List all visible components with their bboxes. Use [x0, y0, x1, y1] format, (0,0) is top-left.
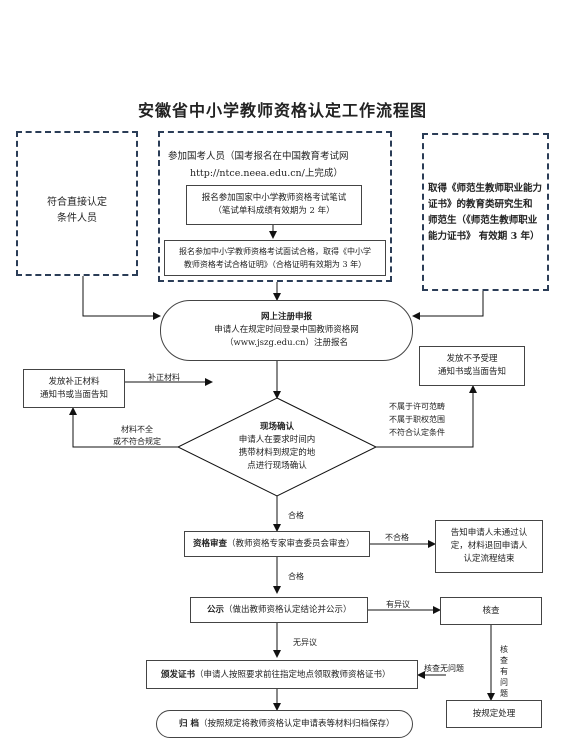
national-exam-box: 参加国考人员（国考报名在中国教育考试网 http://ntce.neea.edu…: [158, 131, 392, 282]
register-title: 网上注册申报: [260, 312, 312, 322]
label-verify-problem4: 题: [500, 689, 508, 698]
label-verify-ok: 核查无问题: [424, 664, 464, 673]
verify-label: 核查: [482, 606, 500, 616]
reject-line1: 发放不予受理: [446, 354, 498, 364]
normal-line3: 师范生（《师范生教师职业: [428, 215, 538, 226]
notpass-line2: 定，材料退回申请人: [450, 541, 528, 551]
notpass-line1: 告知申请人未通过认: [450, 528, 528, 538]
label-supplement-material: 补正材料: [148, 373, 180, 382]
label-verify-problem1: 核查: [500, 645, 508, 665]
label-pass1: 合格: [288, 511, 304, 520]
direct-certification-box: 符合直接认定 条件人员: [16, 131, 138, 276]
written-line1: 报名参加国家中小学教师资格考试笔试: [201, 193, 347, 203]
label-objection: 有异议: [386, 600, 410, 609]
issue-bold: 颁发证书: [161, 670, 196, 680]
verify-box: 核查: [440, 597, 542, 625]
not-pass-notice-box: 告知申请人未通过认 定，材料退回申请人 认定流程结束: [435, 520, 543, 573]
label-incomplete: 材料不全 或不符合规定: [97, 424, 177, 448]
interview-box: 报名参加中小学教师资格考试面试合格，取得《中小学 教师资格考试合格证明》（合格证…: [164, 240, 386, 276]
label-verify-problem: 核查 有 问 题: [497, 644, 511, 699]
notpass-line3: 认定流程结束: [463, 554, 515, 564]
supplement-line1: 发放补正材料: [48, 377, 100, 387]
reject-notice-box: 发放不予受理 通知书或当面告知: [419, 346, 525, 386]
handle-box: 按规定处理: [446, 700, 542, 728]
label-pass2: 合格: [288, 572, 304, 581]
label-not-accept1: 不属于许可范畴: [389, 402, 445, 411]
normal-student-box: 取得《师范生教师职业能力 证书》的教育类研究生和 师范生（《师范生教师职业 能力…: [422, 133, 549, 291]
onsite-text: 现场确认 申请人在要求时间内 携带材料到规定的地 点进行现场确认: [217, 421, 337, 473]
handle-label: 按规定处理: [472, 709, 516, 719]
archive-rest: （按照规定将教师资格认定申请表等材料归档保存）: [198, 719, 395, 729]
review-rest: （教师资格专家审查委员会审查）: [227, 539, 355, 549]
online-register-box: 网上注册申报 申请人在规定时间登录中国教师资格网 （www.jszg.edu.c…: [160, 300, 413, 361]
review-bold: 资格审查: [193, 539, 228, 549]
reject-line2: 通知书或当面告知: [437, 367, 506, 377]
written-line2: （笔试单科成绩有效期为 2 年）: [213, 206, 335, 216]
onsite-line2: 携带材料到规定的地: [238, 448, 316, 458]
direct-line1: 符合直接认定: [47, 197, 107, 208]
register-line1: 申请人在规定时间登录中国教师资格网: [214, 325, 359, 335]
issue-rest: （申请人按照要求前往指定地点领取教师资格证书）: [195, 670, 391, 680]
label-verify-problem2: 有: [500, 667, 508, 676]
interview-line1: 报名参加中小学教师资格考试面试合格，取得《中小学: [179, 247, 371, 256]
archive-bold: 归 档: [179, 719, 199, 729]
publicity-bold: 公示: [207, 605, 225, 615]
supplement-notice-box: 发放补正材料 通知书或当面告知: [23, 369, 125, 408]
label-incomplete2: 或不符合规定: [113, 437, 161, 446]
interview-line2: 教师资格考试合格证明》（合格证明有效期为 3 年）: [183, 260, 367, 269]
label-fail: 不合格: [385, 533, 409, 542]
direct-line2: 条件人员: [57, 213, 97, 224]
publicity-box: 公示（做出教师资格认定结论并公示）: [190, 597, 368, 623]
register-line2: （www.jszg.edu.cn）注册报名: [224, 338, 349, 348]
exam-url: http://ntce.neea.edu.cn/上完成）: [190, 168, 343, 179]
label-no-objection: 无异议: [293, 638, 317, 647]
onsite-line3: 点进行现场确认: [247, 461, 307, 471]
onsite-title: 现场确认: [259, 422, 294, 432]
normal-line4: 能力证书》 有效期 3 年）: [428, 231, 540, 242]
publicity-rest: （做出教师资格认定结论并公示）: [224, 605, 352, 615]
written-exam-box: 报名参加国家中小学教师资格考试笔试 （笔试单科成绩有效期为 2 年）: [186, 185, 362, 225]
label-not-accept: 不属于许可范畴 不属于职权范围 不符合认定条件: [389, 400, 445, 439]
label-incomplete1: 材料不全: [121, 425, 153, 434]
supplement-line2: 通知书或当面告知: [39, 390, 108, 400]
label-not-accept2: 不属于职权范围: [389, 415, 445, 424]
label-verify-problem3: 问: [500, 678, 508, 687]
onsite-line1: 申请人在要求时间内: [238, 435, 316, 445]
normal-line1: 取得《师范生教师职业能力: [428, 183, 543, 194]
normal-line2: 证书》的教育类研究生和: [428, 199, 533, 210]
issue-certificate-box: 颁发证书（申请人按照要求前往指定地点领取教师资格证书）: [146, 660, 418, 689]
onsite-diamond: [176, 397, 378, 497]
page-title: 安徽省中小学教师资格认定工作流程图: [137, 101, 427, 120]
exam-heading: 参加国考人员（国考报名在中国教育考试网: [168, 151, 349, 162]
qualification-review-box: 资格审查（教师资格专家审查委员会审查）: [184, 531, 370, 557]
archive-box: 归 档（按照规定将教师资格认定申请表等材料归档保存）: [156, 710, 413, 738]
label-not-accept3: 不符合认定条件: [389, 428, 445, 437]
